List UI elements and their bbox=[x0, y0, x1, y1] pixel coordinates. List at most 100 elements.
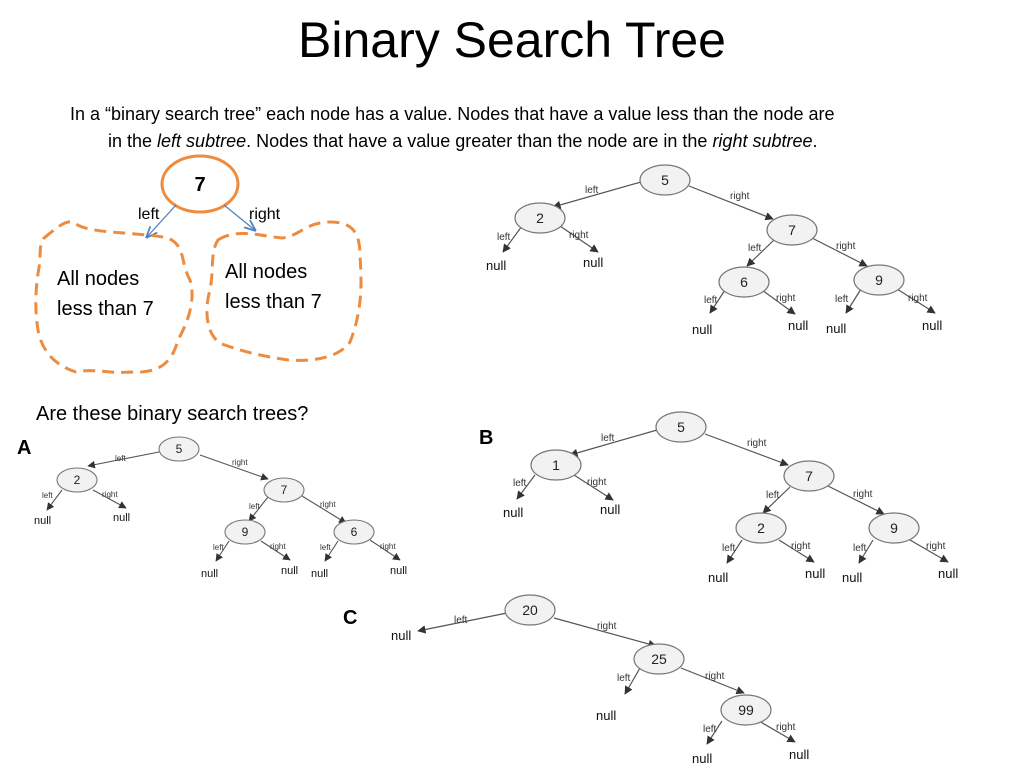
concept-right-label: right bbox=[249, 206, 281, 223]
node-value: 7 bbox=[281, 483, 288, 497]
concept-diagram: 7 left right bbox=[34, 154, 363, 374]
edge-label: right bbox=[102, 490, 118, 499]
node-circle bbox=[158, 436, 200, 462]
null-leaf: null bbox=[311, 568, 328, 580]
node-circle bbox=[766, 214, 818, 246]
edge-label: left bbox=[249, 502, 260, 511]
node-value: 9 bbox=[242, 525, 249, 539]
node-circle bbox=[639, 164, 691, 196]
node-value: 6 bbox=[740, 274, 748, 290]
node-value: 2 bbox=[757, 520, 765, 536]
node-circle bbox=[655, 411, 707, 443]
edge-label: right bbox=[776, 293, 796, 304]
edge-label: right bbox=[747, 438, 767, 449]
node-value: 7 bbox=[788, 222, 796, 238]
edge-label: right bbox=[320, 500, 336, 509]
tree-a: 5 2 7 9 6 left right left right left rig… bbox=[34, 436, 407, 580]
edge-label: right bbox=[270, 542, 286, 551]
intro-line-2: in the left subtree. Nodes that have a v… bbox=[108, 131, 818, 151]
node-value: 25 bbox=[651, 651, 667, 667]
node-value: 2 bbox=[536, 210, 544, 226]
edge-label: right bbox=[926, 541, 946, 552]
edge-label: left bbox=[115, 454, 126, 463]
null-leaf: null bbox=[600, 502, 620, 517]
edge-label: left bbox=[748, 243, 762, 254]
tree-b: 5 1 7 2 9 left right left right left rig… bbox=[503, 411, 958, 585]
concept-left-label: left bbox=[138, 206, 160, 223]
edge-label: left bbox=[213, 543, 224, 552]
node-circle bbox=[504, 594, 556, 626]
edge-label: left bbox=[320, 543, 331, 552]
null-leaf: null bbox=[596, 708, 616, 723]
edge-label: right bbox=[791, 541, 811, 552]
node-circle bbox=[224, 519, 266, 545]
tree-a-label: A bbox=[17, 437, 32, 459]
node-value: 5 bbox=[677, 419, 685, 435]
concept-root-node bbox=[160, 154, 240, 214]
edge-label: left bbox=[703, 724, 717, 735]
node-value: 99 bbox=[738, 702, 754, 718]
concept-right-arrow bbox=[223, 204, 256, 231]
tree-b-label: B bbox=[479, 427, 494, 449]
null-leaf: null bbox=[34, 515, 51, 527]
null-leaf: null bbox=[789, 747, 809, 762]
node-circle bbox=[868, 512, 920, 544]
null-leaf: null bbox=[486, 258, 506, 273]
edge-label: left bbox=[454, 615, 468, 626]
edge-label: right bbox=[380, 542, 396, 551]
edge-label: right bbox=[730, 191, 750, 202]
null-leaf: null bbox=[113, 512, 130, 524]
null-leaf: null bbox=[826, 321, 846, 336]
edge-label: right bbox=[853, 489, 873, 500]
null-leaf: null bbox=[390, 565, 407, 577]
node-circle bbox=[720, 694, 772, 726]
edge-label: left bbox=[42, 491, 53, 500]
edge-label: right bbox=[597, 621, 617, 632]
node-value: 20 bbox=[522, 602, 538, 618]
null-leaf: null bbox=[692, 322, 712, 337]
node-value: 5 bbox=[176, 442, 183, 456]
null-leaf: null bbox=[692, 751, 712, 766]
null-leaf: null bbox=[842, 570, 862, 585]
edge-label: left bbox=[853, 543, 867, 554]
edge-label: left bbox=[513, 478, 527, 489]
null-leaf: null bbox=[788, 318, 808, 333]
node-value: 5 bbox=[661, 172, 669, 188]
edge-label: right bbox=[836, 241, 856, 252]
node-circle bbox=[263, 477, 305, 503]
node-value: 1 bbox=[552, 457, 560, 473]
null-leaf: null bbox=[805, 566, 825, 581]
edge-label: left bbox=[585, 185, 599, 196]
edge-label: left bbox=[497, 232, 511, 243]
right-subtree-cloud bbox=[205, 220, 363, 362]
node-circle bbox=[633, 643, 685, 675]
edge-label: left bbox=[766, 490, 780, 501]
edge-label: right bbox=[232, 458, 248, 467]
node-value: 7 bbox=[805, 468, 813, 484]
node-circle bbox=[333, 519, 375, 545]
node-circle bbox=[735, 512, 787, 544]
null-leaf: null bbox=[391, 628, 411, 643]
right-cloud-text: All nodes less than 7 bbox=[225, 261, 322, 313]
left-cloud-text: All nodes less than 7 bbox=[57, 268, 154, 320]
null-leaf: null bbox=[201, 568, 218, 580]
null-leaf: null bbox=[708, 570, 728, 585]
null-leaf: null bbox=[583, 255, 603, 270]
intro-line-1: In a “binary search tree” each node has … bbox=[70, 104, 835, 124]
null-leaf: null bbox=[281, 565, 298, 577]
node-circle bbox=[718, 266, 770, 298]
edge-label: right bbox=[569, 230, 589, 241]
edge-label: left bbox=[617, 673, 631, 684]
node-value: 9 bbox=[890, 520, 898, 536]
node-circle bbox=[514, 202, 566, 234]
null-leaf: null bbox=[503, 505, 523, 520]
tree-c: 20 25 99 left right left right left righ… bbox=[391, 594, 809, 766]
edge-label: right bbox=[908, 293, 928, 304]
intro-text: In a “binary search tree” each node has … bbox=[70, 101, 970, 155]
question-text: Are these binary search trees? bbox=[36, 403, 309, 425]
slide-title: Binary Search Tree bbox=[298, 12, 726, 68]
concept-left-arrow bbox=[146, 204, 177, 238]
node-value: 2 bbox=[74, 473, 81, 487]
edge-label: right bbox=[705, 671, 725, 682]
node-circle bbox=[56, 467, 98, 493]
